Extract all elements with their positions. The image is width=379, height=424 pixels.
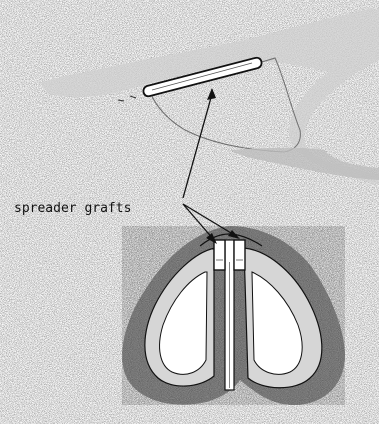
spreader-graft-left: [214, 240, 225, 270]
spreader-grafts-label: spreader grafts: [14, 201, 131, 216]
spreader-graft-right: [234, 240, 245, 270]
